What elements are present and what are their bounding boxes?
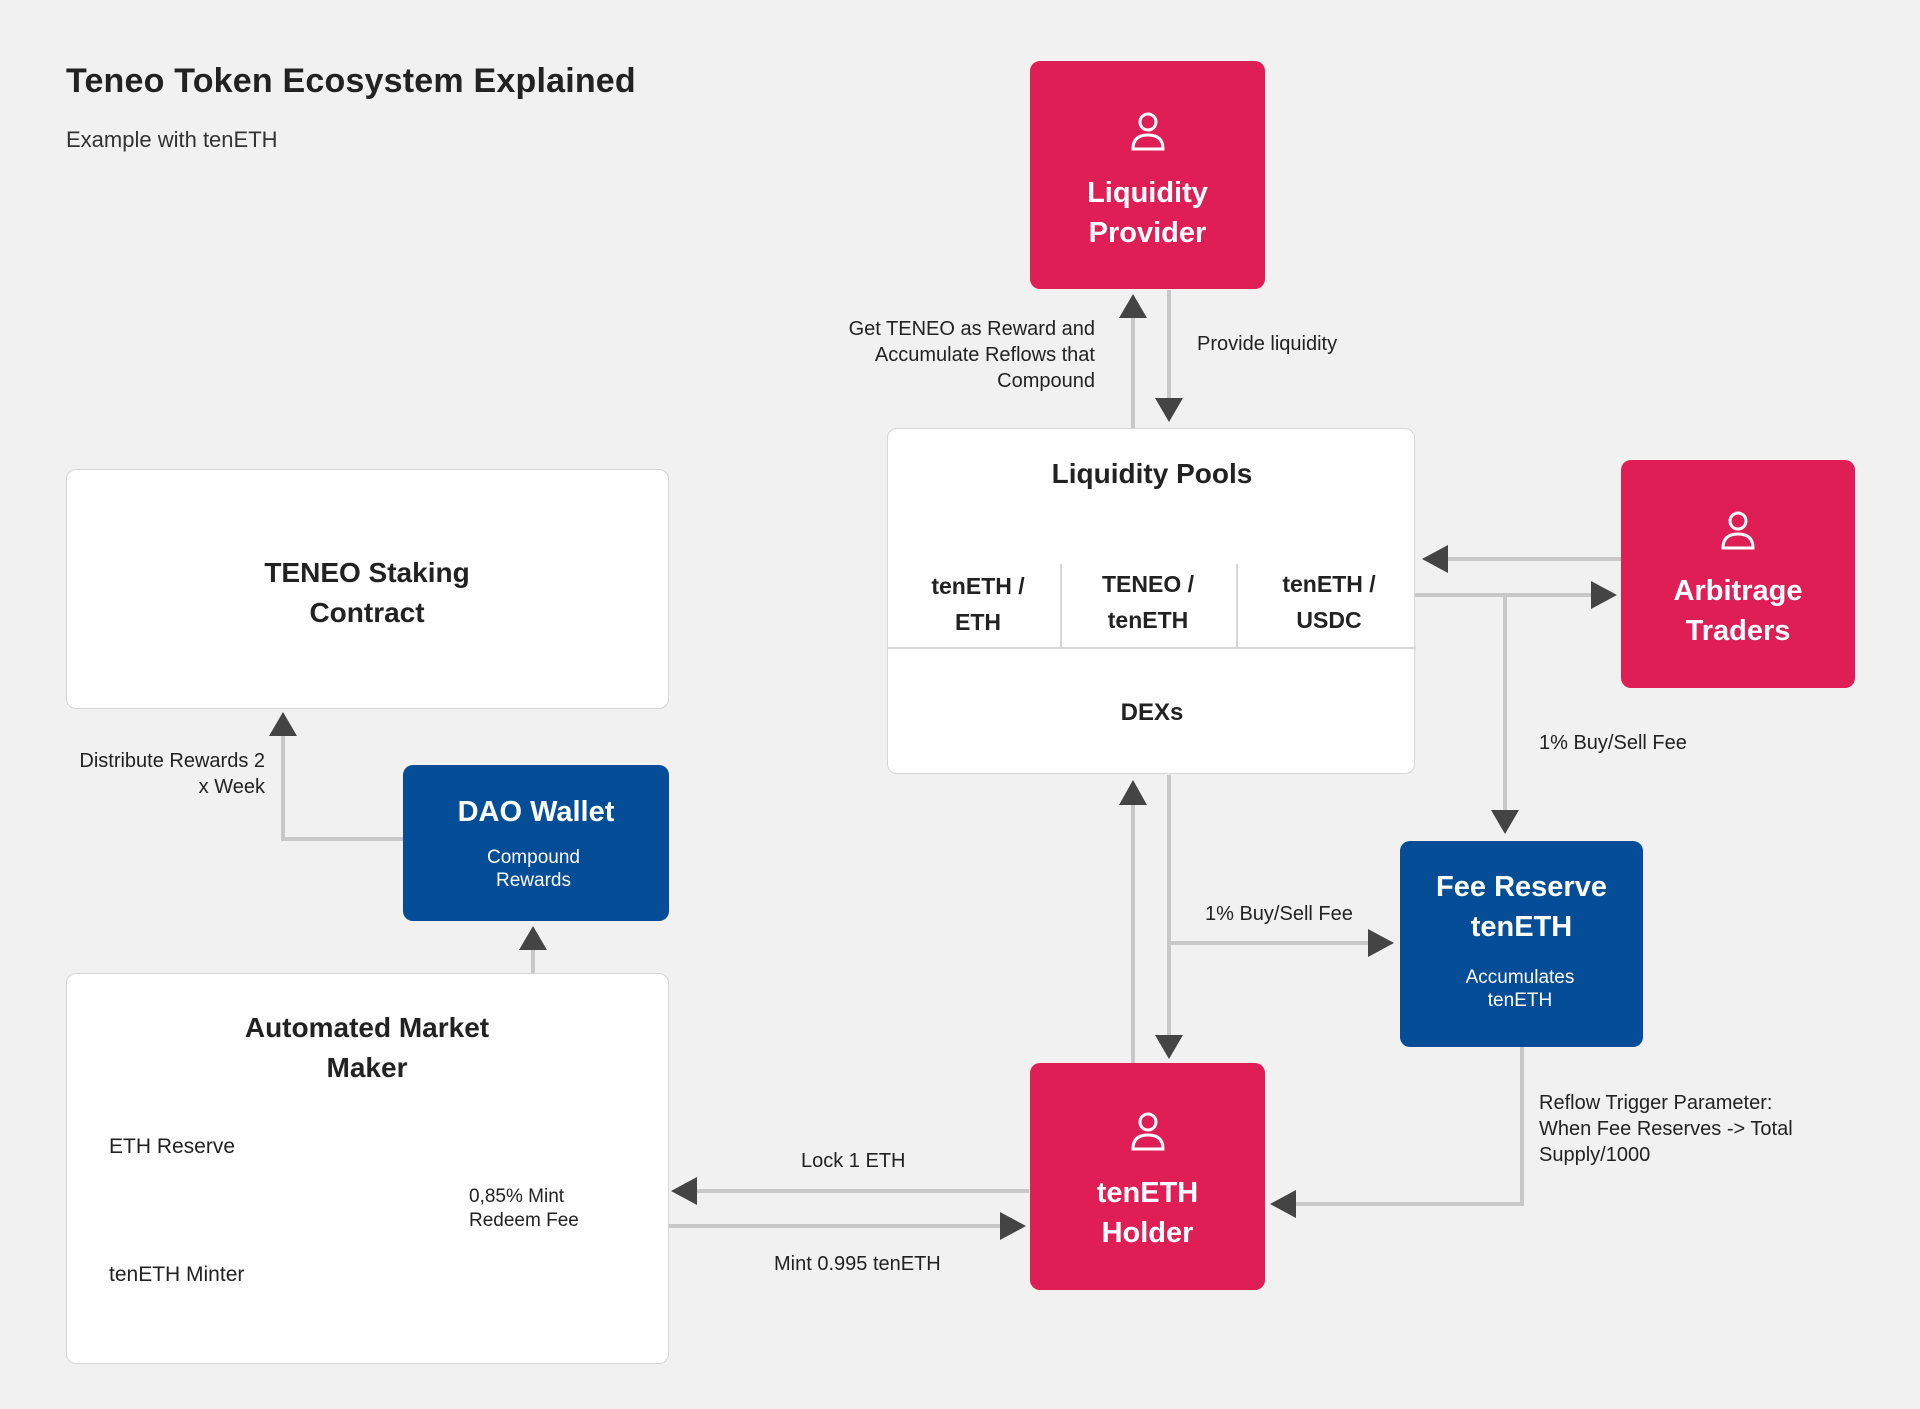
arrowhead-right-holder — [1000, 1212, 1026, 1240]
arrowhead-left-amm — [671, 1177, 697, 1205]
staking-contract-node: TENEO Staking Contract — [66, 469, 669, 709]
amm-title: Automated Market Maker — [244, 1012, 490, 1083]
get-teneo-label: Get TENEO as Reward and Accumulate Reflo… — [848, 318, 1095, 392]
person-icon — [1131, 1112, 1165, 1151]
provide-liquidity-label: Provide liquidity — [1197, 333, 1338, 355]
staking-contract-label: TENEO Staking Contract — [264, 557, 470, 628]
holder-node: tenETH Holder — [1030, 1063, 1265, 1290]
arrowhead-right-fee — [1368, 929, 1394, 957]
eth-reserve-label: ETH Reserve — [109, 1135, 236, 1158]
arbitrage-traders-label: Arbitrage Traders — [1673, 575, 1803, 647]
fee-reserve-title: Fee Reserve tenETH — [1436, 871, 1607, 943]
person-icon — [1721, 511, 1755, 550]
dexs-label: DEXs — [1120, 699, 1184, 726]
arrowhead-left-pools — [1422, 545, 1448, 573]
arrowhead-down-fee — [1491, 810, 1519, 834]
mint-fee-label: 0,85% Mint Redeem Fee — [469, 1186, 579, 1231]
pool-pair: tenETH / USDC — [1282, 571, 1376, 633]
arbitrage-traders-node: Arbitrage Traders — [1621, 460, 1855, 688]
liquidity-pools-title: Liquidity Pools — [1051, 458, 1253, 489]
mint-label: Mint 0.995 tenETH — [774, 1253, 941, 1275]
lock-eth-label: Lock 1 ETH — [801, 1150, 906, 1172]
reflow-label: Reflow Trigger Parameter: When Fee Reser… — [1539, 1092, 1793, 1166]
arrowhead-up-staking — [269, 712, 297, 736]
minter-label: tenETH Minter — [109, 1263, 245, 1286]
arrowhead-down-holder — [1155, 1035, 1183, 1059]
edge-dao-to-staking — [281, 736, 403, 841]
page-subtitle: Example with tenETH — [66, 127, 278, 152]
liquidity-pools-node: Liquidity Pools tenETH / ETH TENEO / ten… — [887, 428, 1416, 774]
dao-wallet-title: DAO Wallet — [457, 796, 615, 828]
pools-divider — [1060, 564, 1062, 647]
person-icon — [1131, 112, 1165, 151]
liquidity-provider-label: Liquidity Provider — [1087, 177, 1208, 249]
fee-right-label: 1% Buy/Sell Fee — [1539, 732, 1687, 754]
dao-wallet-node: DAO Wallet Compound Rewards — [403, 765, 669, 921]
pools-divider — [1236, 564, 1238, 647]
edge-reflow — [1294, 1046, 1524, 1206]
liquidity-provider-node: Liquidity Provider — [1030, 61, 1265, 289]
dao-wallet-sub: Compound Rewards — [487, 847, 580, 891]
arrowhead-left-holder — [1270, 1190, 1296, 1218]
holder-label: tenETH Holder — [1096, 1177, 1199, 1249]
fee-reserve-node: Fee Reserve tenETH Accumulates tenETH — [1400, 841, 1643, 1047]
arrowhead-down-pools — [1155, 398, 1183, 422]
fee-center-label: 1% Buy/Sell Fee — [1205, 903, 1353, 925]
arrowhead-up-dao — [519, 926, 547, 950]
pool-pair: tenETH / ETH — [931, 573, 1025, 635]
page-title: Teneo Token Ecosystem Explained — [66, 62, 636, 100]
arrowhead-right-arb — [1591, 581, 1617, 609]
pools-divider — [888, 647, 1416, 649]
arrowhead-up-pools — [1119, 780, 1147, 805]
amm-node: Automated Market Maker ETH Reserve tenET… — [66, 973, 669, 1364]
pool-pair: TENEO / tenETH — [1101, 571, 1194, 633]
fee-reserve-sub: Accumulates tenETH — [1465, 967, 1575, 1011]
distribute-rewards-label: Distribute Rewards 2 x Week — [79, 750, 265, 798]
arrowhead-up-lp — [1119, 294, 1147, 318]
